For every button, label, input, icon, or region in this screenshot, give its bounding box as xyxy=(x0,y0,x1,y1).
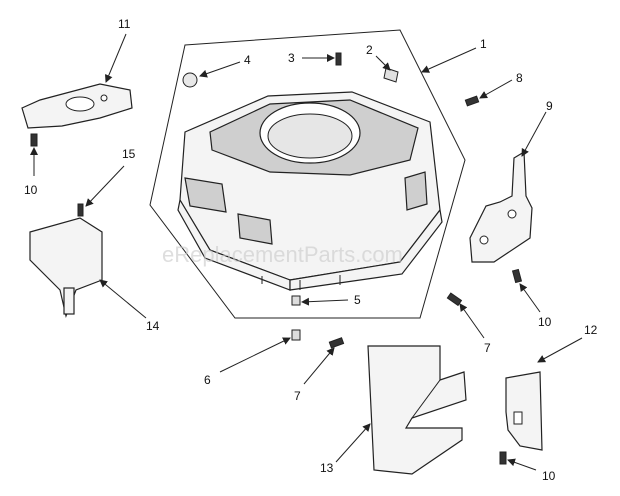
leader-8 xyxy=(479,79,513,99)
callout-4: 4 xyxy=(244,53,251,67)
part-7-screw-b xyxy=(328,337,345,349)
part-14-shield xyxy=(29,217,103,319)
leader-9 xyxy=(521,111,547,157)
leader-13 xyxy=(335,423,371,463)
part-9-baffle xyxy=(469,150,533,263)
part-2-clip xyxy=(383,67,399,83)
callout-13: 13 xyxy=(320,461,334,475)
callout-15: 15 xyxy=(122,147,136,161)
part-4-plug xyxy=(182,72,198,88)
watermark: eReplacementParts.com xyxy=(162,242,403,267)
part-12-shield xyxy=(505,371,543,451)
part-3-screw xyxy=(335,52,342,66)
callout-10a: 10 xyxy=(24,183,38,197)
callout-8: 8 xyxy=(516,71,523,85)
leader-11 xyxy=(105,33,127,83)
callout-9: 9 xyxy=(546,99,553,113)
callout-7b: 7 xyxy=(294,389,301,403)
callout-12: 12 xyxy=(584,323,598,337)
part-5-nut xyxy=(291,295,301,306)
part-10-screw-b xyxy=(511,268,523,284)
callout-1: 1 xyxy=(480,37,487,51)
leader-7a xyxy=(459,303,485,339)
callout-2: 2 xyxy=(366,43,373,57)
blower-housing-group-outline xyxy=(149,29,466,319)
leader-6 xyxy=(219,337,291,373)
part-6-nut xyxy=(291,329,301,341)
part-8-screw xyxy=(464,95,480,107)
leader-2 xyxy=(375,55,391,71)
part-15-screw xyxy=(77,203,84,217)
part-7-screw-a xyxy=(446,292,463,307)
callout-6: 6 xyxy=(204,373,211,387)
callout-7a: 7 xyxy=(484,341,491,355)
leader-15 xyxy=(85,165,125,207)
leader-4 xyxy=(199,61,241,78)
callout-10c: 10 xyxy=(542,469,556,483)
part-11-bracket xyxy=(21,83,133,129)
callout-11: 11 xyxy=(118,17,131,31)
leader-12 xyxy=(537,337,583,363)
leader-1 xyxy=(421,47,477,73)
part-10-screw-c xyxy=(499,451,507,465)
leader-10c xyxy=(507,458,537,471)
leader-14 xyxy=(99,279,147,319)
part-10-screw-a xyxy=(30,133,38,147)
part-13-shield xyxy=(367,345,467,475)
callout-14: 14 xyxy=(146,319,160,333)
leader-10b xyxy=(519,283,541,313)
leader-7b xyxy=(303,347,335,385)
leader-5 xyxy=(301,297,349,306)
callout-3: 3 xyxy=(288,51,295,65)
callout-10b: 10 xyxy=(538,315,552,329)
callout-5: 5 xyxy=(354,293,361,307)
blower-housing-part xyxy=(177,91,443,291)
